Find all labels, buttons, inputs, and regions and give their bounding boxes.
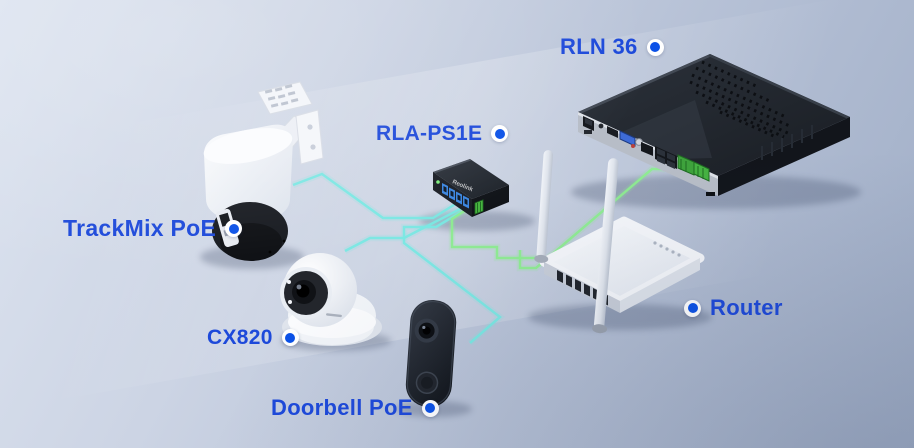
label-rln-36-text: RLN 36 xyxy=(560,34,638,59)
hotspot-dot-doorbell[interactable] xyxy=(421,399,439,417)
cx820-camera-device xyxy=(280,253,382,346)
trackmix-camera-device xyxy=(203,81,324,261)
label-rln-36: RLN 36 xyxy=(560,36,664,58)
label-cx820-text: CX820 xyxy=(207,326,273,349)
nvr-ports xyxy=(583,116,710,182)
router-antenna-right xyxy=(592,158,619,334)
router-status-leds xyxy=(653,241,681,257)
label-rla-ps1e-text: RLA-PS1E xyxy=(376,122,483,145)
label-trackmix-poe-text: TrackMix PoE xyxy=(63,215,217,241)
label-trackmix-poe: TrackMix PoE xyxy=(63,215,243,241)
nvr-device xyxy=(578,54,850,196)
doorbell-camera-device xyxy=(405,300,457,407)
label-rla-ps1e: RLA-PS1E xyxy=(376,122,509,145)
hotspot-dot-rln-36[interactable] xyxy=(646,38,664,56)
switch-ports xyxy=(442,183,484,215)
label-doorbell-poe: Doorbell PoE xyxy=(271,397,439,419)
label-cx820: CX820 xyxy=(207,327,299,348)
hotspot-dot-rla-ps1e[interactable] xyxy=(491,125,509,142)
router-device xyxy=(534,150,705,334)
label-router-text: Router xyxy=(710,295,783,320)
router-antenna-left xyxy=(534,150,554,263)
label-router: Router xyxy=(684,297,783,319)
hotspot-dot-trackmix[interactable] xyxy=(225,220,243,237)
hotspot-dot-cx820[interactable] xyxy=(281,329,299,346)
hotspot-dot-router[interactable] xyxy=(684,299,701,317)
poe-switch-device: Reolink xyxy=(433,159,509,217)
label-doorbell-poe-text: Doorbell PoE xyxy=(271,395,413,420)
cable-trackmix xyxy=(291,172,459,220)
